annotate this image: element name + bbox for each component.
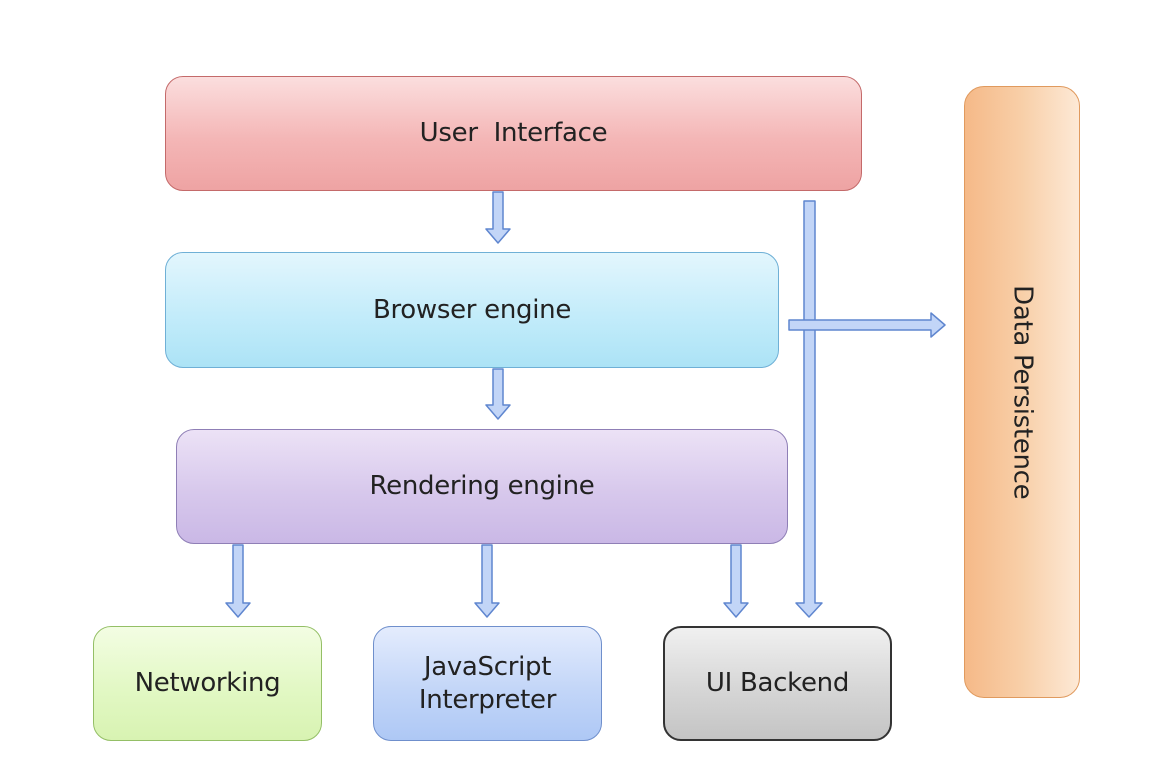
ui-backend-box: UI Backend	[663, 626, 892, 741]
data-persistence-label: Data Persistence	[1007, 284, 1038, 500]
rendering-engine-box: Rendering engine	[176, 429, 788, 544]
browser-engine-box: Browser engine	[165, 252, 779, 368]
ui-backend-label: UI Backend	[705, 668, 850, 699]
networking-label: Networking	[134, 668, 281, 699]
arrow-ui-to-ui-backend	[795, 200, 823, 618]
data-persistence-box: Data Persistence	[964, 86, 1080, 698]
arrow-browser-to-data-persistence	[788, 312, 946, 338]
javascript-interpreter-label-line2: Interpreter	[418, 684, 557, 715]
networking-box: Networking	[93, 626, 322, 741]
javascript-interpreter-label-line1: JavaScript	[423, 652, 552, 682]
rendering-engine-label: Rendering engine	[369, 471, 595, 502]
user-interface-box: User Interface	[165, 76, 862, 191]
arrow-browser-to-rendering-engine	[485, 368, 511, 420]
arrow-ui-to-browser-engine	[485, 191, 511, 244]
javascript-interpreter-box: JavaScript Interpreter	[373, 626, 602, 741]
arrow-rendering-to-ui-backend	[723, 544, 749, 618]
browser-engine-label: Browser engine	[372, 294, 572, 325]
user-interface-label: User Interface	[419, 118, 608, 149]
arrow-rendering-to-js-interpreter	[474, 544, 500, 618]
arrow-rendering-to-networking	[225, 544, 251, 618]
